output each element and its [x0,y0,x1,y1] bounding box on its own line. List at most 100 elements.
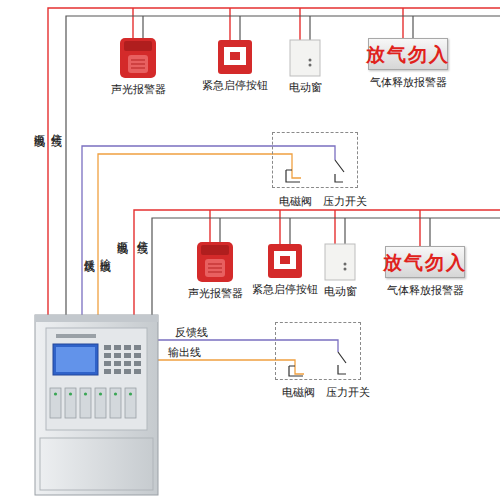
power-bus-2 [134,210,500,315]
valve-switch-symbols-1 [286,160,344,182]
module-led [344,263,347,266]
power-drop [209,210,210,242]
module-led [309,59,312,62]
device-caption: 电磁阀 [279,195,312,208]
signal-drop [309,16,310,40]
key [114,345,121,350]
wire-label: 反馈线 [83,250,96,253]
solenoid-valve-symbol [286,170,300,182]
device-caption: 气体释放报警器 [370,76,447,89]
device-caption: 紧急启停按钮 [202,79,268,92]
signal-wire [66,16,500,315]
strobe-alarm-icon [120,38,156,78]
module-led [344,268,347,271]
output-wire [158,360,304,374]
key [134,361,141,366]
signal-drop [142,16,143,38]
alarm-grill [131,60,145,68]
device-caption: 声光报警器 [111,83,166,96]
key [104,345,111,350]
signal-drop [344,218,345,244]
power-drop [299,8,300,40]
power-wire [48,8,500,315]
signal-bus-2 [152,218,500,315]
gas-release-sign: 放气勿入气体释放报警器 [368,38,448,70]
zone-leds [54,392,132,395]
signal-drop [219,218,220,242]
strobe-alarm: 声光报警器 [118,36,158,78]
zone-led [84,392,87,395]
wire-label: 信号线 [136,232,149,235]
cabinet-body [35,315,158,495]
key [124,345,131,350]
wire-label: 反馈线 [175,326,208,339]
valve-switch-symbols-2 [289,352,346,376]
alarm-body [197,242,233,282]
zone-module [125,388,136,418]
emergency-button: 紧急启停按钮 [268,244,302,278]
device-caption: 声光报警器 [188,287,243,300]
zone-modules [50,388,136,418]
signal-drop [239,16,240,40]
wire-label: 电源线 [33,125,46,128]
keypad [104,345,141,374]
zone-module [110,388,121,418]
pressure-switch-symbol [335,160,344,182]
key [104,353,111,358]
lcd-inner [56,347,95,372]
gas-release-sign: 放气勿入气体释放报警器 [385,246,465,278]
controller-cabinet [35,315,158,495]
emergency-button-icon [218,40,252,74]
strobe-alarm-icon [197,242,233,282]
zone-led [114,392,117,395]
device-caption: 电动窗 [289,81,322,94]
key [114,353,121,358]
electric-window: 电动窗 [290,40,320,76]
signal-drop [289,218,290,244]
power-drop [419,210,420,246]
button-body [268,244,302,278]
module-body [325,244,355,280]
alarm-body [120,38,156,78]
device-caption: 压力开关 [326,386,370,399]
valve-switch-group: 电磁阀压力开关 [272,132,358,188]
valve-switch-group: 电磁阀压力开关 [275,322,361,380]
zone-led [69,392,72,395]
key [114,369,121,374]
zone-module [50,388,61,418]
wire-label: 电源线 [116,232,129,235]
window-module-icon [290,40,320,76]
sign-text: 放气勿入 [386,247,464,277]
key [114,361,121,366]
key [124,369,131,374]
power-drop [132,8,133,38]
wire-label: 信号线 [50,125,63,128]
panel-title-strip [56,334,96,338]
wire-label: 输出线 [99,250,112,253]
zone-led [54,392,57,395]
power-drop [279,210,280,244]
lower-door [40,438,153,490]
key [104,369,111,374]
button-body [218,40,252,74]
zone-module [95,388,106,418]
zone-led [99,392,102,395]
device-caption: 气体释放报警器 [387,284,464,297]
sign-text: 放气勿入 [369,39,447,69]
alarm-lamp [201,245,229,255]
key [104,361,111,366]
module-body [290,40,320,76]
button-core [280,256,290,264]
electric-window: 电动窗 [325,244,355,280]
key [134,353,141,358]
power-wire [134,210,500,315]
zone-module [65,388,76,418]
key [134,345,141,350]
button-window [224,47,246,65]
device-caption: 电动窗 [324,285,357,298]
wire-label: 输出线 [168,346,201,359]
alarm-horn [205,259,225,277]
signal-wire [152,218,500,315]
feedback-wire [82,146,335,315]
